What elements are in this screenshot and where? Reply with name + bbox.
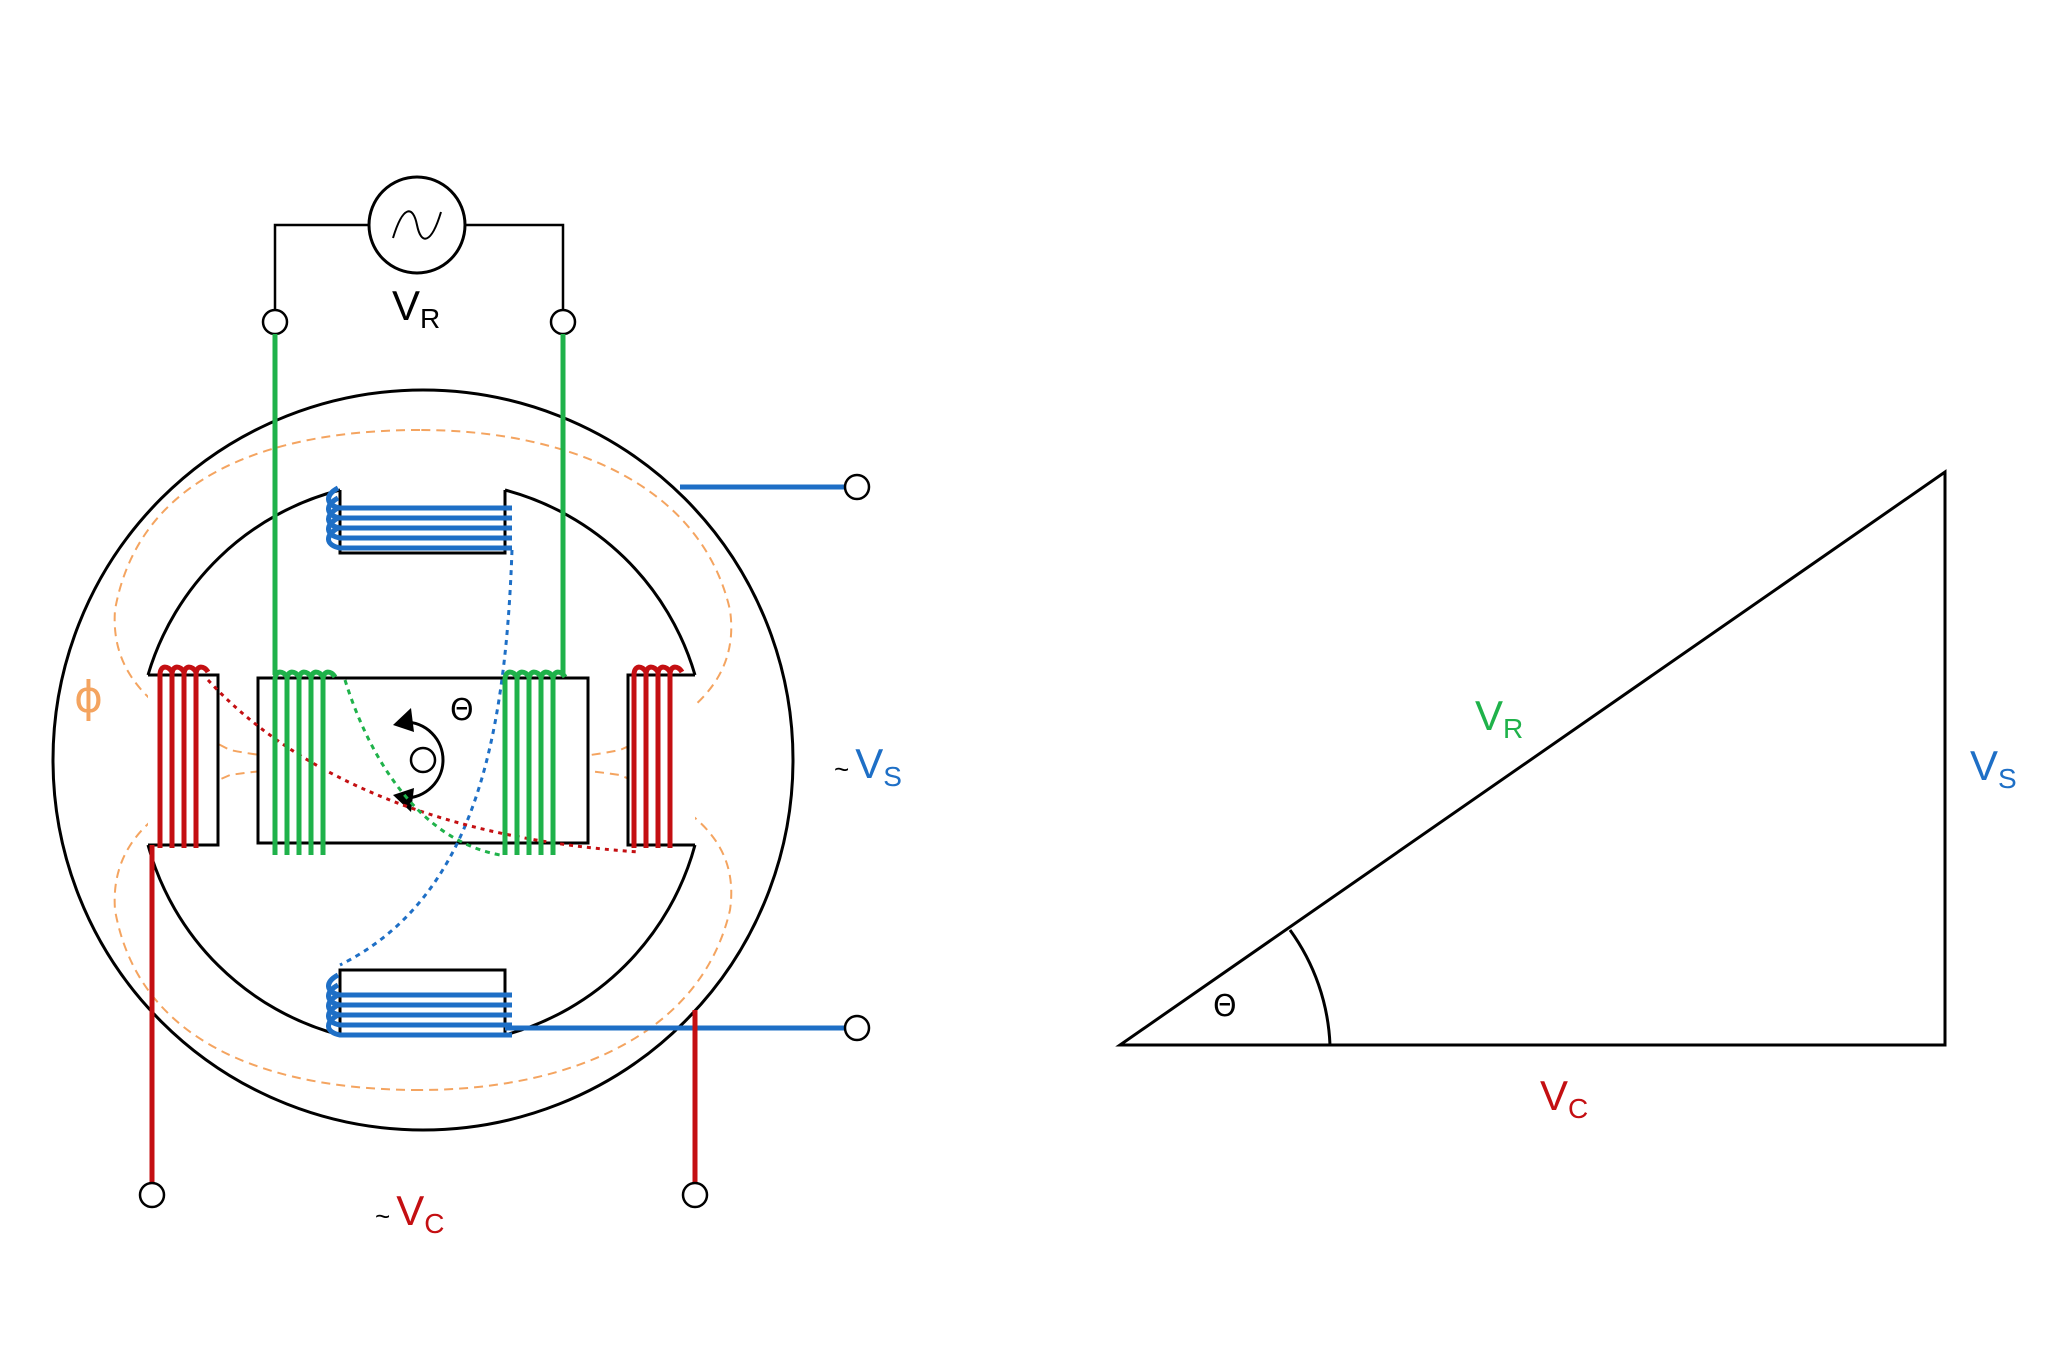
stator-outer-ring <box>51 388 795 1132</box>
triangle-angle-label: Θ <box>1213 989 1237 1024</box>
ac-source-icon <box>367 175 467 275</box>
pole-top <box>338 490 507 555</box>
rotor-crossover-vr <box>343 679 501 857</box>
stator-inner-arc <box>146 844 341 1037</box>
rotor-winding-vr <box>272 669 568 855</box>
stator-inner-arc <box>504 488 697 676</box>
stator-winding-vs <box>326 485 512 1038</box>
phasor-triangle: Θ VR VS VC <box>1115 469 2017 1124</box>
terminal-vs-bottom[interactable] <box>843 1014 871 1042</box>
triangle-vr-label: VR <box>1475 692 1523 744</box>
flux-label: ϕ <box>74 672 103 723</box>
triangle-vc-label: VC <box>1540 1072 1588 1124</box>
stator-inner-arc <box>146 488 341 676</box>
vs-label: ~VS <box>834 740 902 792</box>
ac-symbol: ~ <box>834 754 849 784</box>
pole-right <box>626 673 695 847</box>
stator-housing <box>51 388 795 1132</box>
stator-leads-vs <box>505 484 860 1031</box>
vr-label: VR <box>392 282 440 334</box>
arrow-head-up-icon <box>393 708 414 732</box>
source-wire <box>273 223 370 322</box>
stator-crossover-vs <box>339 549 514 967</box>
source-wire <box>464 223 565 322</box>
rotor-leads-vr <box>272 334 566 675</box>
vc-label: ~VC <box>375 1187 444 1239</box>
terminal-vc-right[interactable] <box>681 1181 709 1209</box>
terminal-vr-left[interactable] <box>261 308 289 336</box>
terminal-vs-top[interactable] <box>843 473 871 501</box>
stator-winding-vc <box>157 664 685 848</box>
control-leads-vc <box>149 845 698 1190</box>
rotor-angle-label: Θ <box>450 693 474 728</box>
control-crossover-vc <box>206 678 641 854</box>
angle-arc <box>1288 929 1332 1046</box>
flux-path <box>113 428 733 1092</box>
rotation-arrow <box>404 720 445 800</box>
terminal-vc-left[interactable] <box>138 1181 166 1209</box>
stator-inner-arc <box>504 844 697 1037</box>
reference-source-circuit: VR <box>261 175 577 336</box>
terminal-vr-right[interactable] <box>549 308 577 336</box>
arrow-head-down-icon <box>393 788 414 812</box>
ac-symbol: ~ <box>375 1201 390 1231</box>
rotor-shaft <box>409 746 437 774</box>
triangle-outline <box>1115 469 1947 1047</box>
triangle-vs-label: VS <box>1970 742 2017 794</box>
